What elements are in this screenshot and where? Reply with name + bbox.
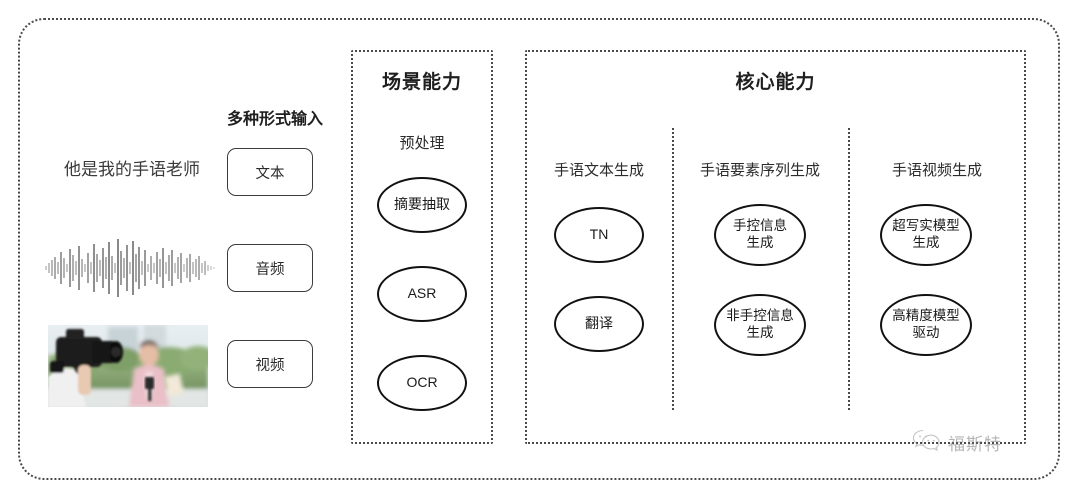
scene-column-label-preprocess: 预处理: [399, 135, 445, 152]
scene-node-asr[interactable]: ASR: [377, 266, 467, 322]
core-node-manual-signal-generation[interactable]: 手控信息 生成: [714, 204, 806, 266]
core-node-translation[interactable]: 翻译: [554, 296, 644, 352]
scene-capability-panel: [351, 50, 493, 444]
core-panel-title: 核心能力: [735, 72, 816, 93]
core-column-label-video-generation: 手语视频生成: [891, 162, 982, 179]
input-section-caption: 多种形式输入: [226, 111, 323, 128]
core-column-label-text-generation: 手语文本生成: [553, 162, 644, 179]
sample-sentence-text: 他是我的手语老师: [64, 160, 200, 179]
core-column-divider-1: [672, 128, 674, 410]
core-node-high-precision-model-driving[interactable]: 高精度模型 驱动: [880, 294, 972, 356]
audio-waveform-icon: [44, 236, 216, 300]
video-thumbnail-image: [48, 325, 208, 407]
scene-node-summary-extraction[interactable]: 摘要抽取: [377, 177, 467, 233]
core-node-non-manual-signal-generation[interactable]: 非手控信息 生成: [714, 294, 806, 356]
modality-box-audio[interactable]: 音频: [227, 244, 313, 292]
scene-node-ocr[interactable]: OCR: [377, 355, 467, 411]
outer-frame: [18, 18, 1060, 480]
core-node-hyperrealistic-model-generation[interactable]: 超写实模型 生成: [880, 204, 972, 266]
core-capability-panel: [525, 50, 1026, 444]
core-node-tn[interactable]: TN: [554, 207, 644, 263]
wechat-icon: [912, 428, 942, 457]
watermark: 福斯特: [912, 428, 1002, 457]
core-column-divider-2: [848, 128, 850, 410]
core-column-label-element-sequence: 手语要素序列生成: [699, 162, 820, 179]
modality-box-text[interactable]: 文本: [227, 148, 313, 196]
scene-panel-title: 场景能力: [381, 72, 462, 93]
modality-box-video[interactable]: 视频: [227, 340, 313, 388]
watermark-text: 福斯特: [948, 435, 1002, 454]
